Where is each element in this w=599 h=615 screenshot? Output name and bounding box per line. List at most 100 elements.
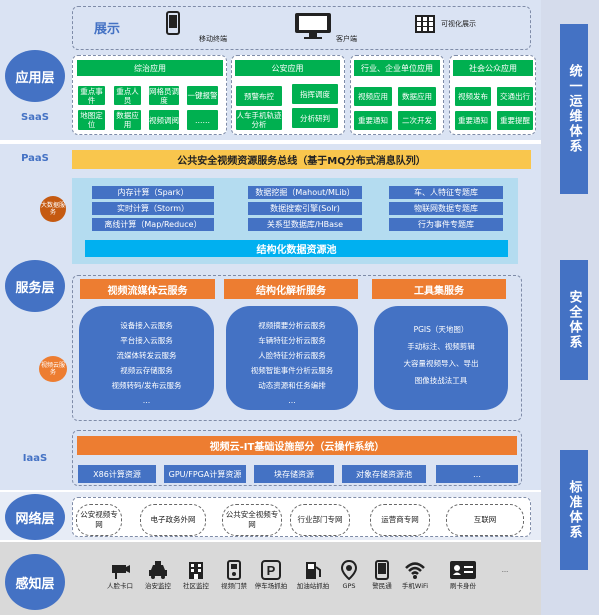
media-item-transcode: 视频转码/发布云服务 (111, 381, 182, 390)
app-item-social-notice[interactable]: 重要通知 (455, 111, 491, 130)
layer-sense-circle: 感知层 (5, 554, 65, 610)
mobile-icon (166, 11, 180, 35)
app-industry-title[interactable]: 行业、企业单位应用 (354, 60, 440, 76)
tools-service-cloud (374, 306, 508, 410)
tools-service-title[interactable]: 工具集服务 (372, 279, 506, 299)
tools-item-pgis: PGIS（天地图） (413, 325, 469, 334)
network-public-video: 公共安全视频专网 (222, 504, 282, 536)
app-item-one-key-alarm[interactable]: 一键报警 (187, 86, 218, 105)
saas-label: SaaS (21, 112, 49, 123)
app-item-map-locate[interactable]: 地图定位 (78, 110, 105, 130)
sensor-public-security: 治安监控 (141, 560, 175, 590)
fuel-icon (306, 562, 321, 579)
infra-block-storage[interactable]: 块存储资源 (254, 465, 334, 483)
media-item-platform: 平台接入云服务 (120, 336, 173, 345)
id-card-icon (450, 561, 476, 579)
bigdata-hbase[interactable]: 关系型数据库/HBase (248, 218, 362, 231)
app-item-video-app[interactable]: 视频应用 (354, 87, 392, 106)
tools-service-list: PGIS（天地图） 手动标注、视频剪辑 大容量视频导入、导出 图像技战法工具 (374, 321, 508, 389)
app-item-command-dispatch[interactable]: 指挥调度 (292, 84, 338, 104)
sensor-more: … (488, 566, 522, 574)
app-item-more[interactable]: …… (187, 110, 218, 130)
sensor-label: GPS (342, 582, 356, 590)
bigdata-storm[interactable]: 实时计算（Storm） (92, 202, 214, 215)
network-carrier: 运营商专网 (370, 504, 430, 536)
media-service-title[interactable]: 视频流媒体云服务 (80, 279, 215, 299)
infra-object-storage[interactable]: 对象存储资源池 (342, 465, 426, 483)
app-item-video-view[interactable]: 视频调阅 (149, 110, 179, 130)
monitor-icon (295, 13, 331, 39)
media-service-cloud (79, 306, 214, 410)
app-security-title[interactable]: 公安应用 (235, 60, 340, 76)
bigdata-iot-db[interactable]: 物联网数据专题库 (389, 202, 503, 215)
app-item-analysis-judge[interactable]: 分析研判 (292, 108, 338, 128)
sidebar-ops-system[interactable]: 统一运维体系 (560, 24, 588, 194)
sensor-label: 视频门禁 (221, 582, 247, 590)
sidebar-security-system[interactable]: 安全体系 (560, 260, 588, 380)
door-icon (227, 560, 241, 580)
app-item-alert-control[interactable]: 预警布控 (236, 86, 282, 106)
svg-text:P: P (267, 563, 276, 578)
app-item-data-app[interactable]: 数据应用 (114, 110, 141, 130)
sensor-face-gate: 人脸卡口 (103, 560, 137, 590)
video-cloud-badge: 视频云服务 (39, 356, 67, 382)
network-egov: 电子政务外网 (140, 504, 206, 536)
app-item-video-publish[interactable]: 视频发布 (455, 87, 491, 106)
tools-item-annotate: 手动标注、视频剪辑 (407, 342, 475, 351)
bigdata-mapreduce[interactable]: 离线计算（Map/Reduce） (92, 218, 214, 231)
sensor-door: 视频门禁 (217, 560, 251, 590)
paas-label: PaaS (21, 153, 49, 164)
infra-gpu[interactable]: GPU/FPGA计算资源 (164, 465, 246, 483)
network-police-video: 公安视频专网 (76, 504, 122, 536)
app-item-social-reminder[interactable]: 重要提醒 (497, 111, 533, 130)
struct-service-title[interactable]: 结构化解析服务 (224, 279, 358, 299)
sensor-label: 手机WiFi (401, 582, 429, 590)
network-industry: 行业部门专网 (290, 504, 350, 536)
struct-item-summary: 视频摘要分析云服务 (258, 321, 326, 330)
infra-x86[interactable]: X86计算资源 (78, 465, 156, 483)
sensor-label: 刷卡身份 (450, 582, 476, 590)
sensor-fuel: 加油站抓拍 (296, 560, 330, 590)
bigdata-behavior-db[interactable]: 行为事件专题库 (389, 218, 503, 231)
struct-service-cloud (226, 306, 358, 410)
struct-item-orchestration: 动态资源和任务编排 (258, 381, 326, 390)
struct-item-event: 视频智能事件分析云服务 (250, 366, 334, 375)
app-item-track-analysis[interactable]: 人车手机轨迹分析 (236, 110, 282, 130)
bigdata-badge: 大数据服务 (40, 196, 66, 222)
sidebar-standard-system[interactable]: 标准体系 (560, 450, 588, 570)
sensor-label: 治安监控 (145, 582, 171, 590)
bigdata-mahout[interactable]: 数据挖掘（Mahout/MLib） (248, 186, 362, 199)
app-item-key-person[interactable]: 重点人员 (114, 86, 141, 105)
sensor-community: 社区监控 (179, 560, 213, 590)
layer-network-circle: 网络层 (5, 494, 65, 540)
sensor-label: 停车场抓拍 (254, 582, 288, 590)
bigdata-vehicle-person-db[interactable]: 车、人特征专题库 (389, 186, 503, 199)
app-item-key-event[interactable]: 重点事件 (78, 86, 105, 105)
patrol-car-icon (149, 561, 167, 579)
visual-label: 可视化展示 (441, 20, 476, 28)
app-item-grid-dispatch[interactable]: 网格员调度 (149, 86, 179, 105)
sensor-label: 加油站抓拍 (296, 582, 330, 590)
infra-more[interactable]: … (436, 465, 518, 483)
grid-display-icon (415, 15, 435, 33)
layer-app-circle: 应用层 (5, 50, 65, 102)
parking-icon: P (261, 560, 281, 580)
service-bus: 公共安全视频资源服务总线（基于MQ分布式消息队列） (72, 150, 531, 169)
app-item-traffic[interactable]: 交通出行 (497, 87, 533, 106)
app-social-title[interactable]: 社会公众应用 (453, 60, 533, 76)
camera-icon (112, 565, 130, 579)
app-item-secondary-dev[interactable]: 二次开发 (398, 111, 436, 130)
structured-data-pool: 结构化数据资源池 (85, 240, 508, 257)
more-icon: … (501, 566, 509, 574)
app-comprehensive-title[interactable]: 综治应用 (77, 60, 223, 76)
client-label: 客户端 (336, 35, 357, 43)
app-item-industry-notice[interactable]: 重要通知 (354, 111, 392, 130)
layer-service-circle: 服务层 (5, 260, 65, 312)
tools-item-import-export: 大容量视频导入、导出 (403, 359, 479, 368)
bigdata-spark[interactable]: 内存计算（Spark） (92, 186, 214, 199)
struct-item-face: 人脸特征分析云服务 (258, 351, 326, 360)
media-service-list: 设备接入云服务 平台接入云服务 流媒体转发云服务 视频云存储服务 视频转码/发布… (79, 318, 214, 408)
gps-pin-icon (340, 560, 358, 580)
app-item-industry-data[interactable]: 数据应用 (398, 87, 436, 106)
bigdata-solr[interactable]: 数据搜索引擎(Solr) (248, 202, 362, 215)
